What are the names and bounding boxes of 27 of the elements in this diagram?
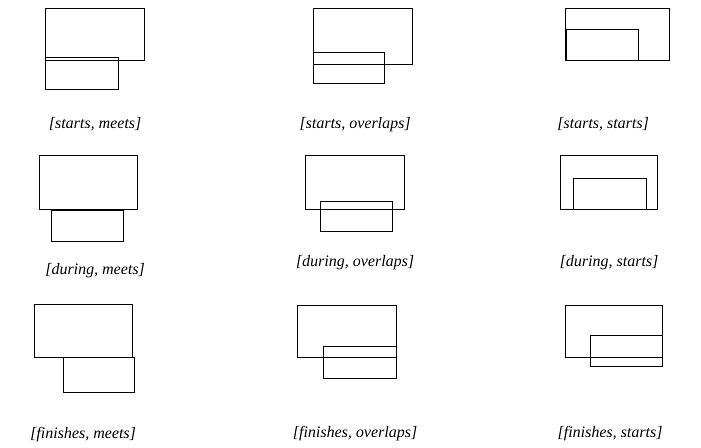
rectangle	[565, 305, 663, 358]
rectangle	[323, 346, 397, 379]
caption-label: [starts, starts]	[557, 115, 649, 133]
rectangle	[45, 8, 145, 61]
rectangle	[560, 155, 658, 210]
caption-label: [finishes, starts]	[558, 424, 662, 442]
caption-label: [during, meets]	[45, 261, 145, 279]
rectangle	[313, 8, 413, 65]
rectangle	[39, 155, 138, 210]
rectangle	[34, 304, 133, 358]
rectangle	[51, 210, 124, 242]
caption-label: [during, starts]	[560, 253, 658, 271]
rectangle	[297, 305, 397, 358]
rectangle	[313, 52, 385, 84]
caption-label: [finishes, overlaps]	[292, 424, 418, 442]
rectangle	[590, 335, 663, 367]
rectangle	[320, 201, 393, 232]
caption-label: [starts, overlaps]	[299, 115, 411, 133]
rectangle	[63, 357, 135, 393]
caption-label: [during, overlaps]	[296, 253, 414, 271]
rectangle	[305, 155, 405, 210]
rectangle	[573, 178, 647, 210]
rectangle	[566, 29, 639, 61]
rectangle	[45, 57, 119, 90]
caption-label: [finishes, meets]	[30, 425, 136, 443]
rectangle	[565, 8, 670, 61]
caption-label: [starts, meets]	[48, 115, 142, 133]
